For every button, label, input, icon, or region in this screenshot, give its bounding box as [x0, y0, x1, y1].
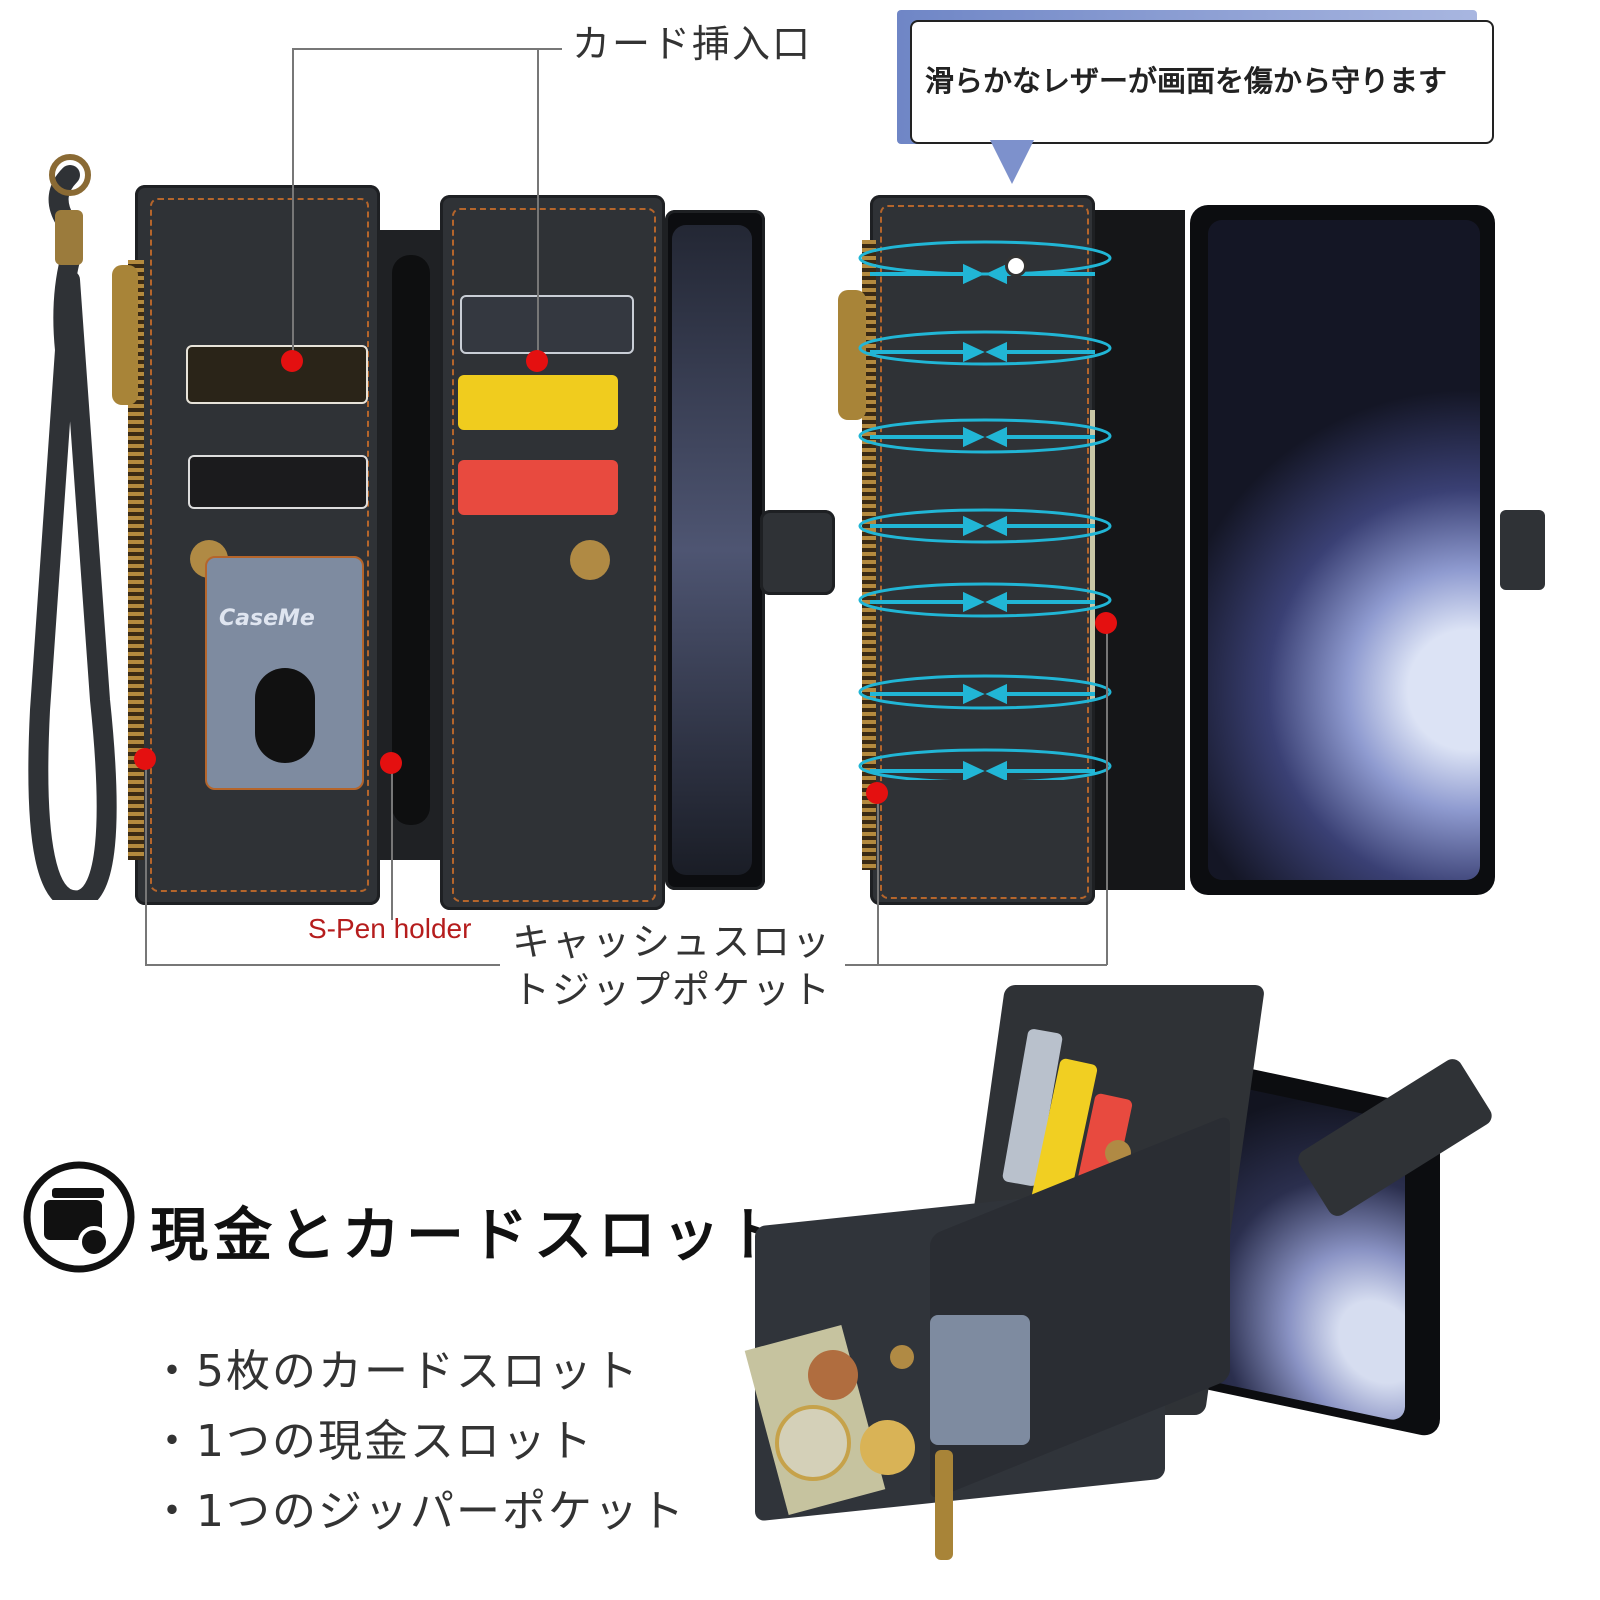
wrist-strap: [28, 154, 117, 900]
speech-bubble-border: [910, 20, 1494, 144]
feature-bullet: ・5枚のカードスロット: [150, 1346, 640, 1397]
snap-button: [570, 540, 610, 580]
cash-pocket-label-line1: キャッシュスロッ: [512, 920, 833, 964]
speech-bubble-text: 滑らかなレザーが画面を傷から守ります: [925, 64, 1448, 98]
card-slot-label: カード挿入口: [572, 22, 813, 66]
clasp-tab: [1500, 510, 1545, 590]
phone-screen: [1208, 220, 1480, 880]
marker-dot: [526, 350, 548, 372]
marker-dot: [134, 748, 156, 770]
feature-bullet: ・1つのジッパーポケット: [150, 1486, 686, 1537]
coin: [860, 1420, 915, 1475]
card: [188, 455, 368, 509]
snap-button: [890, 1345, 914, 1369]
feature-bullet: ・1つの現金スロット: [150, 1416, 594, 1467]
card: [458, 375, 618, 430]
card: [186, 345, 368, 404]
zipper: [128, 260, 144, 860]
marker-dot: [866, 782, 888, 804]
coin: [808, 1350, 858, 1400]
protection-arrows: [858, 240, 1112, 780]
coin: [775, 1405, 851, 1481]
spine: [1095, 210, 1185, 890]
cover-panel: [870, 195, 1095, 905]
card: [458, 460, 618, 515]
id-window: [930, 1315, 1030, 1445]
zipper-pull: [112, 265, 138, 405]
cash-pocket-label-line2: トジップポケット: [512, 968, 833, 1012]
card: [460, 295, 634, 354]
zipper-pull: [935, 1450, 953, 1560]
marker-dot: [1095, 612, 1117, 634]
zipper-pull: [838, 290, 866, 420]
s-pen: [392, 255, 430, 825]
wallet-icon: [23, 1161, 135, 1273]
clasp-tab: [760, 510, 835, 595]
id-window: CaseMe: [205, 556, 364, 790]
brand-logo: CaseMe: [219, 606, 315, 631]
speech-bubble-tail: [990, 140, 1034, 184]
spen-holder-label: S-Pen holder: [308, 913, 472, 944]
feature-headline: 現金とカードスロット: [150, 1201, 791, 1269]
marker-dot: [380, 752, 402, 774]
marker-dot: [281, 350, 303, 372]
